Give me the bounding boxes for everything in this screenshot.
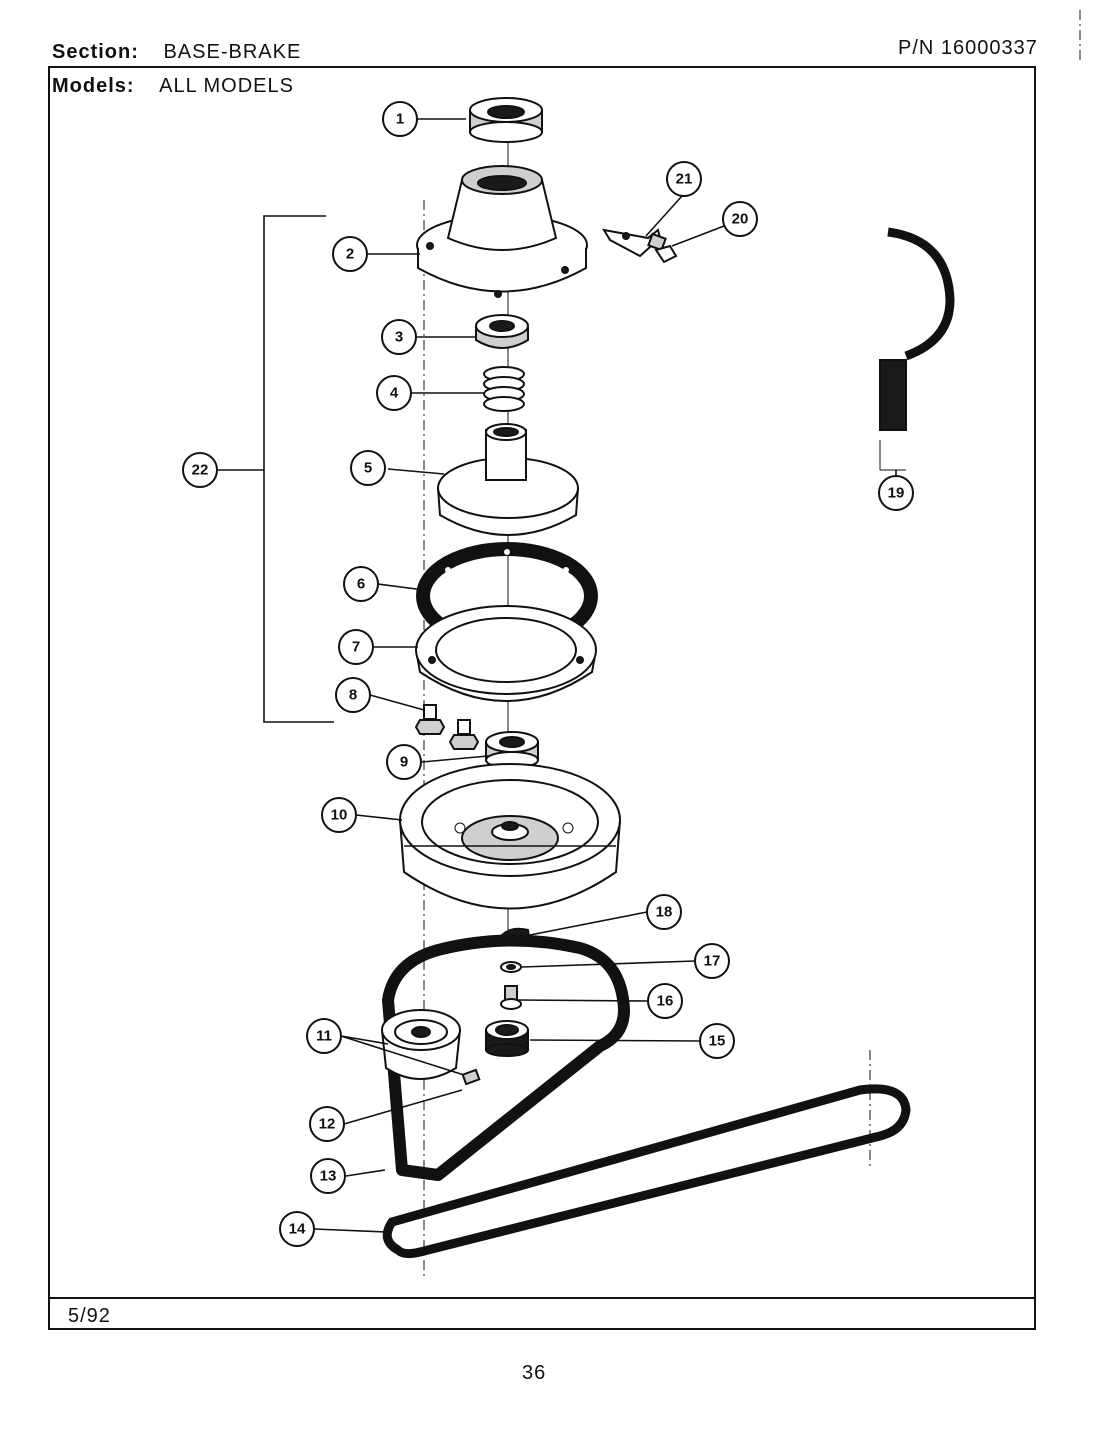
callout-17: 17 <box>694 943 730 979</box>
part-spring <box>483 366 525 412</box>
svg-text:18: 18 <box>656 904 673 921</box>
footer-divider <box>48 1297 1036 1299</box>
part-brake-shoe <box>879 227 955 471</box>
svg-text:19: 19 <box>888 485 905 502</box>
diagram-frame <box>48 66 1036 1330</box>
callout-6: 6 <box>343 566 379 602</box>
callout-9: 9 <box>386 744 422 780</box>
svg-text:20: 20 <box>732 211 749 228</box>
part-bracket-screw <box>647 232 678 264</box>
part-drive-belt <box>382 1084 911 1259</box>
part-motor-belt <box>382 934 630 1181</box>
svg-text:14: 14 <box>289 1221 306 1238</box>
svg-text:5: 5 <box>364 460 372 477</box>
svg-text:21: 21 <box>676 171 693 188</box>
callout-4: 4 <box>376 375 412 411</box>
section-label-row: Section: BASE-BRAKE <box>52 41 301 64</box>
callout-10: 10 <box>321 797 357 833</box>
callout-13: 13 <box>310 1158 346 1194</box>
svg-text:1: 1 <box>396 111 404 128</box>
svg-text:7: 7 <box>352 639 360 656</box>
svg-text:3: 3 <box>395 329 403 346</box>
callout-22: 22 <box>182 452 218 488</box>
part-bearing <box>469 97 543 143</box>
svg-text:16: 16 <box>657 993 674 1010</box>
section-label: Section: <box>52 41 139 63</box>
part-washer <box>500 961 522 973</box>
callout-20: 20 <box>722 201 758 237</box>
section-value: BASE-BRAKE <box>163 41 302 63</box>
part-screws <box>414 704 480 750</box>
callout-5: 5 <box>350 450 386 486</box>
callout-11: 11 <box>306 1018 342 1054</box>
part-bushing <box>485 731 539 769</box>
svg-text:15: 15 <box>709 1033 726 1050</box>
assembly-bracket <box>263 215 334 723</box>
callout-15: 15 <box>699 1023 735 1059</box>
svg-text:6: 6 <box>357 576 365 593</box>
callout-1: 1 <box>382 101 418 137</box>
part-base-housing <box>416 165 588 298</box>
page-number: 36 <box>522 1362 547 1384</box>
svg-text:4: 4 <box>390 385 399 402</box>
callout-12: 12 <box>309 1106 345 1142</box>
models-label-row: Models: ALL MODELS <box>52 75 294 98</box>
part-motor-pulley <box>381 1009 461 1080</box>
part-collar <box>485 1020 529 1057</box>
footer-date: 5/92 <box>68 1305 111 1327</box>
svg-text:22: 22 <box>192 462 209 479</box>
svg-text:10: 10 <box>331 807 348 824</box>
part-seal <box>475 314 529 349</box>
callout-3: 3 <box>381 319 417 355</box>
callout-16: 16 <box>647 983 683 1019</box>
part-screw <box>500 985 522 1010</box>
svg-text:13: 13 <box>320 1168 337 1185</box>
models-value: ALL MODELS <box>159 75 294 97</box>
models-label: Models: <box>52 75 135 97</box>
part-set-screw <box>461 1068 481 1086</box>
svg-text:9: 9 <box>400 754 408 771</box>
svg-text:17: 17 <box>704 953 721 970</box>
callout-18: 18 <box>646 894 682 930</box>
part-pulley <box>399 763 621 910</box>
svg-text:12: 12 <box>319 1116 336 1133</box>
callout-8: 8 <box>335 677 371 713</box>
callout-19: 19 <box>878 475 914 511</box>
callout-2: 2 <box>332 236 368 272</box>
callout-7: 7 <box>338 629 374 665</box>
svg-text:8: 8 <box>349 687 357 704</box>
part-brake-housing <box>415 605 597 702</box>
callout-21: 21 <box>666 161 702 197</box>
part-number: P/N 16000337 <box>898 37 1038 59</box>
callout-14: 14 <box>279 1211 315 1247</box>
svg-text:11: 11 <box>316 1028 332 1045</box>
leader-lines <box>313 118 897 1233</box>
svg-text:2: 2 <box>346 246 354 263</box>
part-brake-hub <box>437 423 579 536</box>
